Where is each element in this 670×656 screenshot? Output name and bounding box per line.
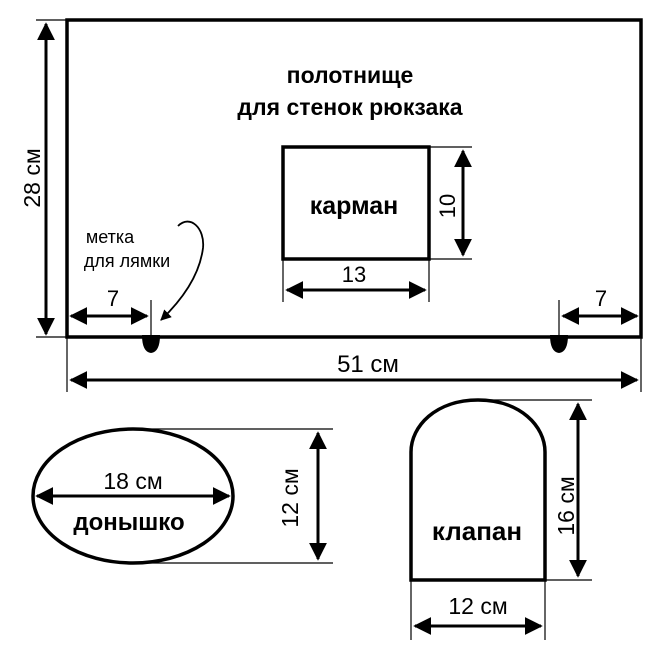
pocket-height-label: 10 xyxy=(435,194,460,218)
strap-offset-right-label: 7 xyxy=(595,286,607,311)
mark-label-line2: для лямки xyxy=(84,251,170,271)
bottom-label: донышко xyxy=(73,509,184,536)
flap-outline xyxy=(409,398,547,582)
strap-offset-left-label: 7 xyxy=(107,286,119,311)
panel-outline xyxy=(65,18,643,339)
pocket-outline xyxy=(281,145,431,261)
panel-height-label: 28 см xyxy=(19,148,45,207)
flap-width-label: 12 см xyxy=(448,593,507,619)
panel-title-line1: полотнище xyxy=(287,62,414,88)
flap-height-label: 16 см xyxy=(553,476,579,535)
strap-mark-right xyxy=(550,335,568,353)
pocket-label: карман xyxy=(310,192,399,220)
pocket-width-label: 13 xyxy=(342,262,366,287)
flap-label: клапан xyxy=(432,516,522,546)
mark-pointer-arrow xyxy=(160,220,204,321)
bottom-width-label: 18 см xyxy=(103,468,162,494)
bottom-height-label: 12 см xyxy=(277,468,303,527)
panel-title-line2: для стенок рюкзака xyxy=(237,94,462,120)
mark-label-line1: метка xyxy=(86,227,135,247)
strap-mark-left xyxy=(142,335,160,353)
panel-width-label: 51 см xyxy=(337,351,399,378)
